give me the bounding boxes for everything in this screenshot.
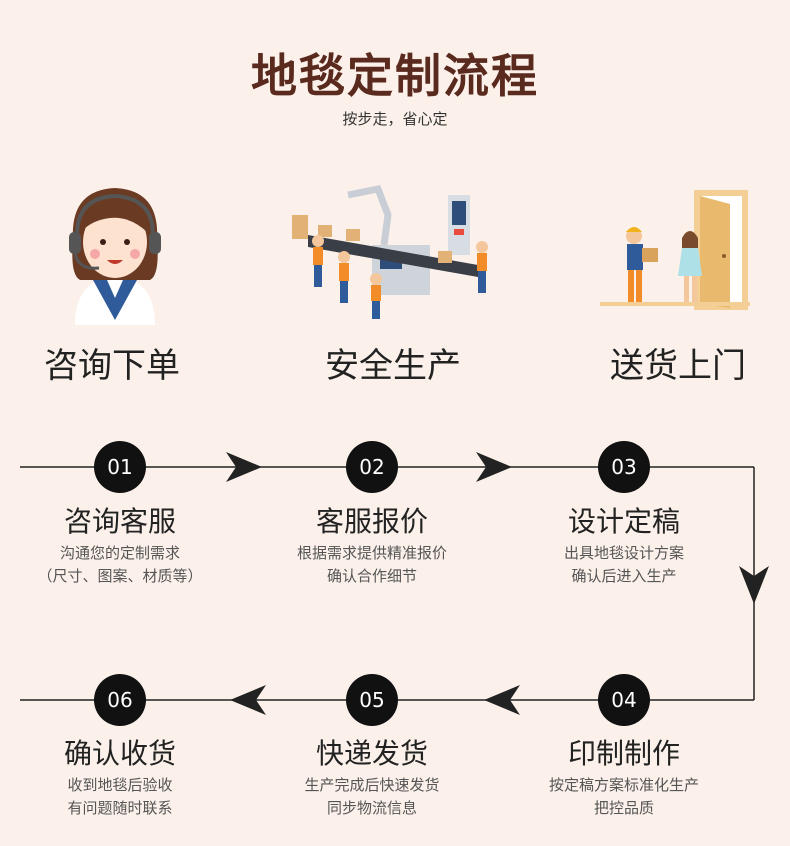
- step-number-badge: 05: [346, 674, 398, 726]
- step-description: 沟通您的定制需求 （尺寸、图案、材质等）: [0, 542, 250, 588]
- arrow-right-icon: [226, 452, 262, 482]
- step-desc-line: 把控品质: [593, 799, 654, 817]
- home-delivery-icon: [600, 190, 750, 310]
- step-number-badge: 06: [94, 674, 146, 726]
- step-desc-line: 根据需求提供精准报价: [296, 544, 447, 562]
- step-description: 按定稿方案标准化生产 把控品质: [494, 774, 754, 820]
- step-desc-line: 出具地毯设计方案: [563, 544, 684, 562]
- step-title: 快递发货: [315, 737, 428, 770]
- arrow-down-icon: [739, 566, 769, 604]
- step-description: 出具地毯设计方案 确认后进入生产: [494, 542, 754, 588]
- step-desc-line: 收到地毯后验收: [67, 776, 173, 794]
- step-desc-line: 有问题随时联系: [67, 799, 173, 817]
- step-number-badge: 04: [598, 674, 650, 726]
- illustration-label-delivery: 送货上门: [610, 346, 746, 386]
- step-title: 确认收货: [63, 737, 176, 770]
- step-title: 咨询客服: [63, 505, 176, 538]
- step-title: 印制制作: [567, 737, 680, 770]
- step-desc-line: （尺寸、图案、材质等）: [37, 567, 203, 585]
- step-title: 设计定稿: [567, 505, 680, 538]
- step-desc-line: 按定稿方案标准化生产: [548, 776, 699, 794]
- illustration-label-consult: 咨询下单: [44, 346, 180, 386]
- step-description: 收到地毯后验收 有问题随时联系: [0, 774, 250, 820]
- step-description: 生产完成后快速发货 同步物流信息: [242, 774, 502, 820]
- step-desc-line: 生产完成后快速发货: [304, 776, 440, 794]
- page-title: 地毯定制流程: [251, 49, 539, 103]
- step-desc-line: 沟通您的定制需求: [59, 544, 180, 562]
- step-desc-line: 确认合作细节: [326, 567, 417, 585]
- arrow-left-icon: [484, 685, 520, 715]
- customer-service-agent-icon: [69, 188, 161, 325]
- step-number-badge: 02: [346, 441, 398, 493]
- step-number-badge: 03: [598, 441, 650, 493]
- step-title: 客服报价: [315, 505, 428, 538]
- illustration-label-production: 安全生产: [325, 346, 461, 386]
- arrow-right-icon: [476, 452, 512, 482]
- factory-production-line-icon: [292, 185, 488, 319]
- step-desc-line: 确认后进入生产: [571, 567, 677, 585]
- page-subtitle: 按步走，省心定: [342, 110, 448, 128]
- step-description: 根据需求提供精准报价 确认合作细节: [242, 542, 502, 588]
- step-desc-line: 同步物流信息: [326, 799, 417, 817]
- step-number-badge: 01: [94, 441, 146, 493]
- arrow-left-icon: [230, 685, 266, 715]
